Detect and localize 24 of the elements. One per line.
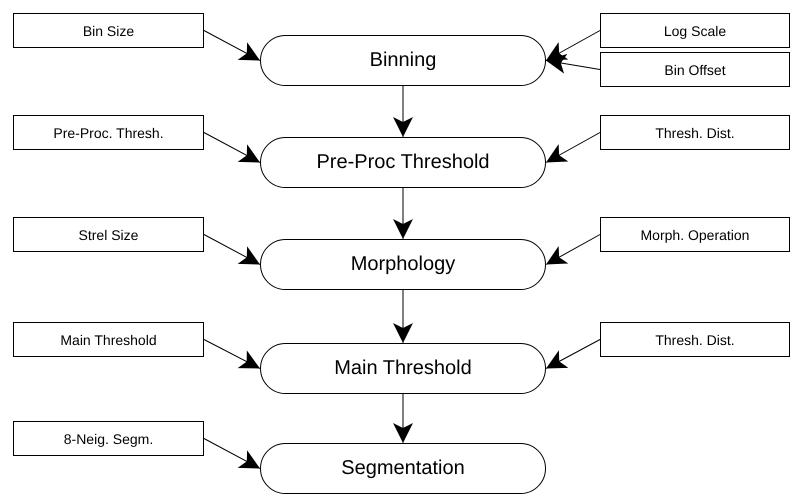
parameter-box: Pre-Proc. Thresh. [13,115,204,150]
arrow [204,438,260,469]
arrow [393,290,413,344]
arrow [546,234,600,265]
arrow [393,86,413,138]
arrow [204,339,260,369]
parameter-box: Thresh. Dist. [600,322,790,357]
arrow [393,188,413,240]
arrow [546,339,600,369]
arrow [204,234,260,265]
arrow [204,132,260,163]
parameter-box: Bin Offset [600,52,790,87]
parameter-box: Thresh. Dist. [600,115,790,150]
arrow [546,54,600,74]
parameter-box: Main Threshold [13,322,204,357]
arrow [546,30,600,61]
parameter-box: Morph. Operation [600,217,790,252]
arrow [393,394,413,444]
arrow [204,30,260,61]
parameter-box: 8-Neig. Segm. [13,421,204,456]
arrow [546,132,600,163]
parameter-box: Bin Size [13,13,204,48]
parameter-box: Strel Size [13,217,204,252]
parameter-box: Log Scale [600,13,790,48]
